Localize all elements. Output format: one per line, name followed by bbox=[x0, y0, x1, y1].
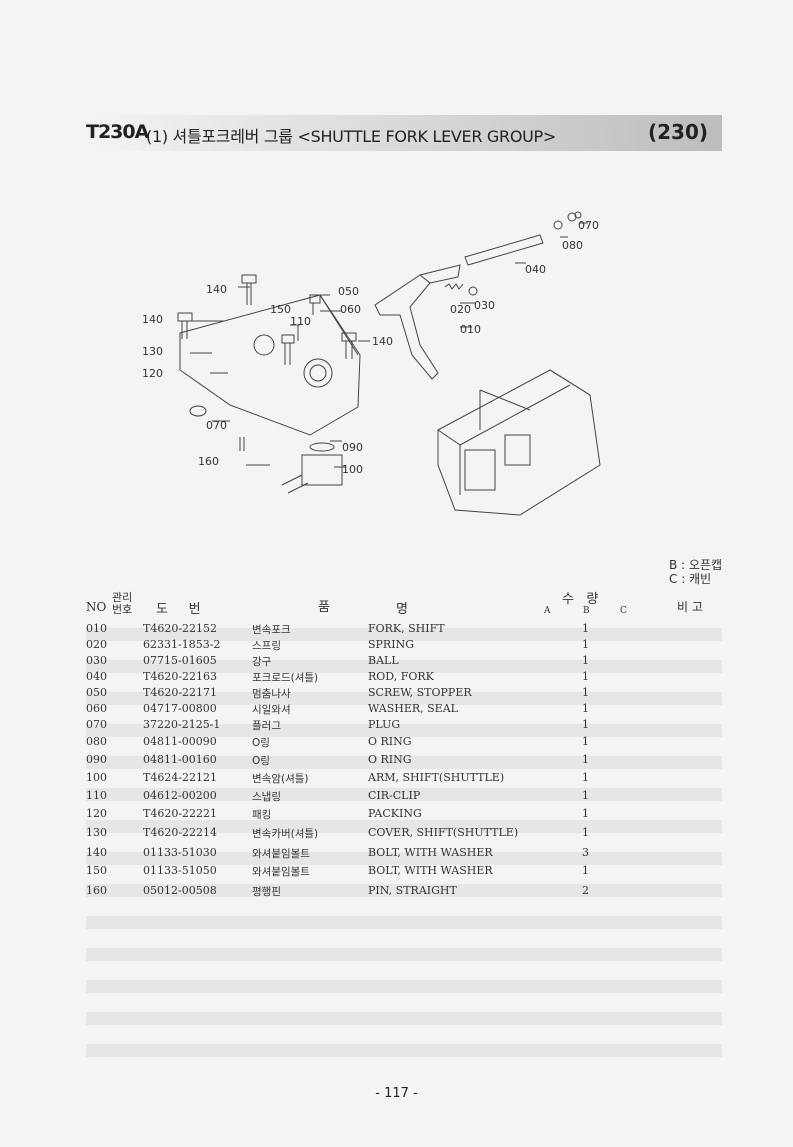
header-no: NO bbox=[86, 600, 107, 614]
svg-text:040: 040 bbox=[525, 263, 546, 276]
header-item-a: 품 bbox=[318, 600, 330, 615]
svg-text:130: 130 bbox=[142, 345, 163, 358]
svg-text:070: 070 bbox=[206, 419, 227, 432]
shift-arm-drawing bbox=[281, 454, 343, 494]
group-title: (1) 셔틀포크레버 그룹 <SHUTTLE FORK LEVER GROUP> bbox=[146, 127, 557, 146]
svg-text:090: 090 bbox=[342, 441, 363, 454]
header-remarks: 비 고 bbox=[677, 600, 703, 614]
header-qty-a: A bbox=[544, 606, 551, 616]
title-bar: T230A (1) 셔틀포크레버 그룹 <SHUTTLE FORK LEVER … bbox=[86, 115, 722, 151]
svg-text:050: 050 bbox=[338, 285, 359, 298]
header-qty: 수 량 bbox=[562, 592, 599, 607]
legend-cabin: C : 캐빈 bbox=[669, 572, 712, 586]
header-qty-b: B bbox=[583, 606, 590, 616]
fork-rod-drawing bbox=[464, 234, 544, 266]
svg-text:060: 060 bbox=[340, 303, 361, 316]
svg-text:030: 030 bbox=[474, 299, 495, 312]
svg-text:020: 020 bbox=[450, 303, 471, 316]
svg-text:150: 150 bbox=[270, 303, 291, 316]
svg-text:110: 110 bbox=[290, 315, 311, 328]
svg-text:010: 010 bbox=[460, 323, 481, 336]
header-qty-c: C bbox=[620, 606, 627, 616]
legend-open-cab: B : 오픈캡 bbox=[669, 558, 723, 572]
group-number: (230) bbox=[647, 120, 708, 144]
bolt-drawing bbox=[241, 274, 257, 305]
shift-fork-drawing bbox=[374, 274, 439, 380]
svg-text:070: 070 bbox=[578, 219, 599, 232]
svg-text:140: 140 bbox=[206, 283, 227, 296]
header-mgmt-bottom: 번호 bbox=[112, 603, 133, 616]
svg-text:140: 140 bbox=[142, 313, 163, 326]
exploded-parts-diagram: 070 080 040 140 050 060 150 110 020 030 … bbox=[142, 211, 601, 516]
group-code: T230A bbox=[86, 121, 149, 143]
svg-text:120: 120 bbox=[142, 367, 163, 380]
svg-text:100: 100 bbox=[342, 463, 363, 476]
svg-text:080: 080 bbox=[562, 239, 583, 252]
page-number: - 117 - bbox=[375, 1086, 418, 1101]
svg-text:140: 140 bbox=[372, 335, 393, 348]
header-drawing-number: 도 번 bbox=[156, 602, 201, 617]
header-mgmt-top: 관리 bbox=[112, 591, 133, 604]
transmission-case-drawing bbox=[437, 369, 601, 516]
header-item-b: 명 bbox=[396, 602, 408, 617]
svg-text:160: 160 bbox=[198, 455, 219, 468]
